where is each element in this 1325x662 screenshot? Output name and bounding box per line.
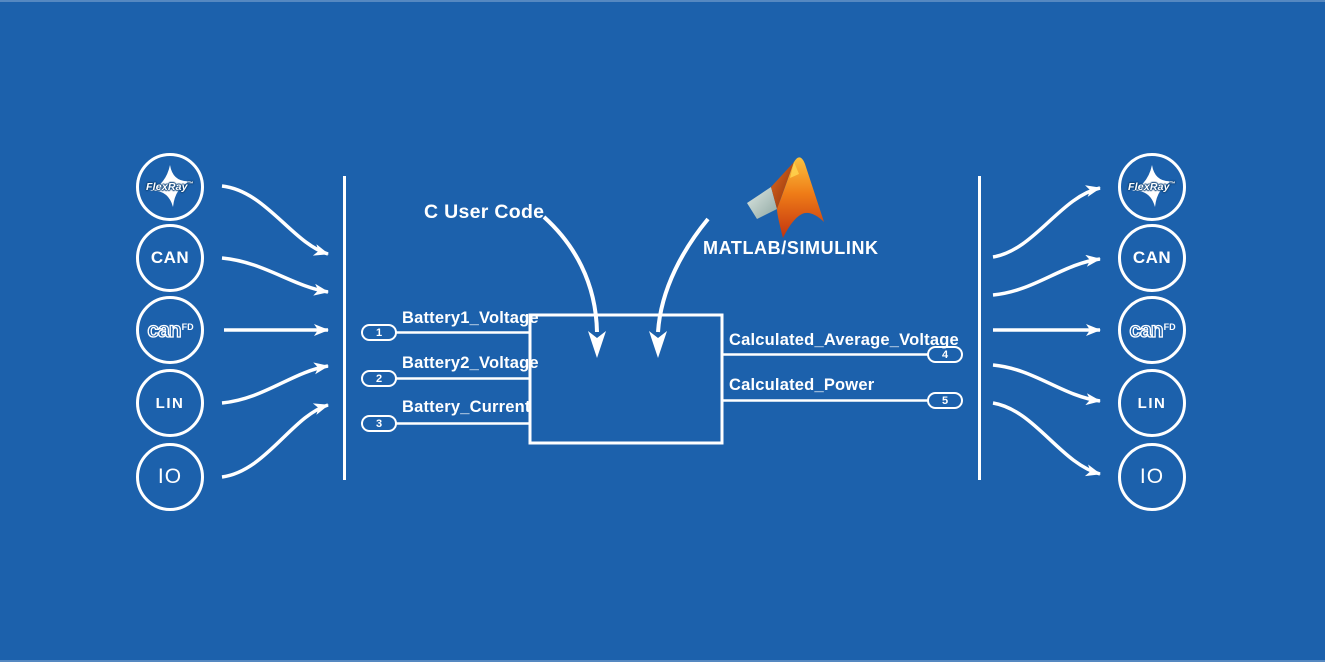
input-signal-label: Battery2_Voltage bbox=[402, 354, 539, 372]
node-label: canFD bbox=[147, 318, 194, 342]
node-right-can: CAN bbox=[1118, 224, 1186, 292]
matlab-logo-wing bbox=[771, 162, 794, 209]
trademark-mark: ™ bbox=[1169, 181, 1176, 188]
output-port-4: 4 bbox=[927, 346, 963, 363]
output-signal-label: Calculated_Power bbox=[729, 376, 875, 394]
node-right-flexray: FlexRay™ bbox=[1118, 153, 1186, 221]
input-port-2: 2 bbox=[361, 370, 397, 387]
matlab-logo-flap bbox=[747, 187, 777, 219]
node-left-canfd: canFD bbox=[136, 296, 204, 364]
canfd-superscript: FD bbox=[181, 321, 194, 332]
left-flow-arrows bbox=[221, 184, 329, 479]
matlab-logo-highlight bbox=[790, 162, 799, 178]
flexray-star-icon bbox=[1131, 165, 1173, 207]
input-signal-label: Battery1_Voltage bbox=[402, 309, 539, 327]
matlab-simulink-label: MATLAB/SIMULINK bbox=[703, 238, 879, 258]
arrow-right-can bbox=[992, 254, 1101, 297]
c-user-code-arrow bbox=[542, 215, 599, 333]
node-label: IO bbox=[157, 465, 183, 488]
node-label: IO bbox=[1139, 465, 1165, 488]
output-port-5: 5 bbox=[927, 392, 963, 409]
arrow-right-lin bbox=[992, 363, 1101, 406]
node-label: LIN bbox=[155, 394, 185, 412]
arrow-right-flexray bbox=[992, 185, 1101, 259]
node-label: FlexRay™ bbox=[1128, 181, 1176, 193]
arrow-left-flexray bbox=[221, 184, 329, 256]
signal-lines bbox=[396, 331, 928, 425]
matlab-arrow bbox=[656, 217, 710, 333]
port-number: 3 bbox=[375, 417, 383, 430]
matlab-logo bbox=[747, 157, 824, 238]
node-label: canFD bbox=[1129, 318, 1176, 342]
node-left-io: IO bbox=[136, 443, 204, 511]
input-port-1: 1 bbox=[361, 324, 397, 341]
c-user-code-label: C User Code bbox=[424, 201, 545, 223]
port-number: 4 bbox=[941, 348, 949, 361]
node-left-can: CAN bbox=[136, 224, 204, 292]
input-signal-label: Battery_Current bbox=[402, 398, 531, 416]
code-block-box bbox=[528, 313, 724, 445]
arrow-left-can bbox=[221, 256, 329, 296]
node-right-io: IO bbox=[1118, 443, 1186, 511]
output-signal-label: Calculated_Average_Voltage bbox=[729, 331, 959, 349]
arrow-left-lin bbox=[221, 362, 329, 405]
port-number: 1 bbox=[375, 326, 383, 339]
arrow-right-io bbox=[992, 401, 1101, 477]
input-port-3: 3 bbox=[361, 415, 397, 432]
matlab-logo-membrane bbox=[777, 157, 824, 238]
node-label: LIN bbox=[1137, 394, 1167, 412]
node-label: CAN bbox=[1132, 248, 1172, 267]
arrow-left-io bbox=[221, 403, 329, 479]
annotation-arrows bbox=[542, 215, 710, 358]
right-flow-arrows bbox=[992, 185, 1101, 477]
port-number: 5 bbox=[941, 394, 949, 407]
node-right-canfd: canFD bbox=[1118, 296, 1186, 364]
node-left-flexray: FlexRay™ bbox=[136, 153, 204, 221]
matlab-arrowhead bbox=[649, 331, 667, 358]
node-left-lin: LIN bbox=[136, 369, 204, 437]
node-label: CAN bbox=[150, 248, 190, 267]
port-number: 2 bbox=[375, 372, 383, 385]
node-right-lin: LIN bbox=[1118, 369, 1186, 437]
trademark-mark: ™ bbox=[187, 181, 194, 188]
node-label: FlexRay™ bbox=[146, 181, 194, 193]
flexray-star-icon bbox=[149, 165, 191, 207]
c-user-code-arrowhead bbox=[588, 331, 606, 358]
canfd-superscript: FD bbox=[1163, 321, 1176, 332]
